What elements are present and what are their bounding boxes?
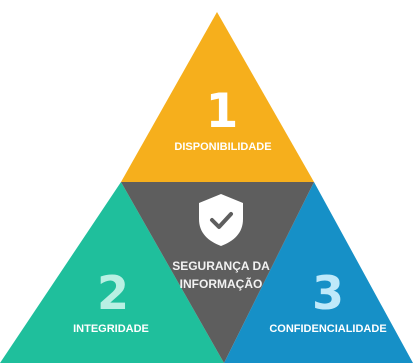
left-triangle-integrity xyxy=(0,182,224,363)
center-label-line2: INFORMAÇÃO xyxy=(180,276,263,291)
top-triangle-availability xyxy=(121,12,314,182)
left-label: INTEGRIDADE xyxy=(73,323,149,335)
right-number: 3 xyxy=(312,266,344,320)
center-label-line1: SEGURANÇA DA xyxy=(172,259,270,273)
right-triangle-confidentiality xyxy=(224,182,413,363)
shield-check-icon xyxy=(199,194,243,246)
top-label: DISPONIBILIDADE xyxy=(174,141,271,153)
center-triangle-information-security xyxy=(121,182,314,363)
right-label: CONFIDENCIALIDADE xyxy=(269,323,386,335)
left-number: 2 xyxy=(97,266,129,320)
top-number: 1 xyxy=(206,84,239,139)
